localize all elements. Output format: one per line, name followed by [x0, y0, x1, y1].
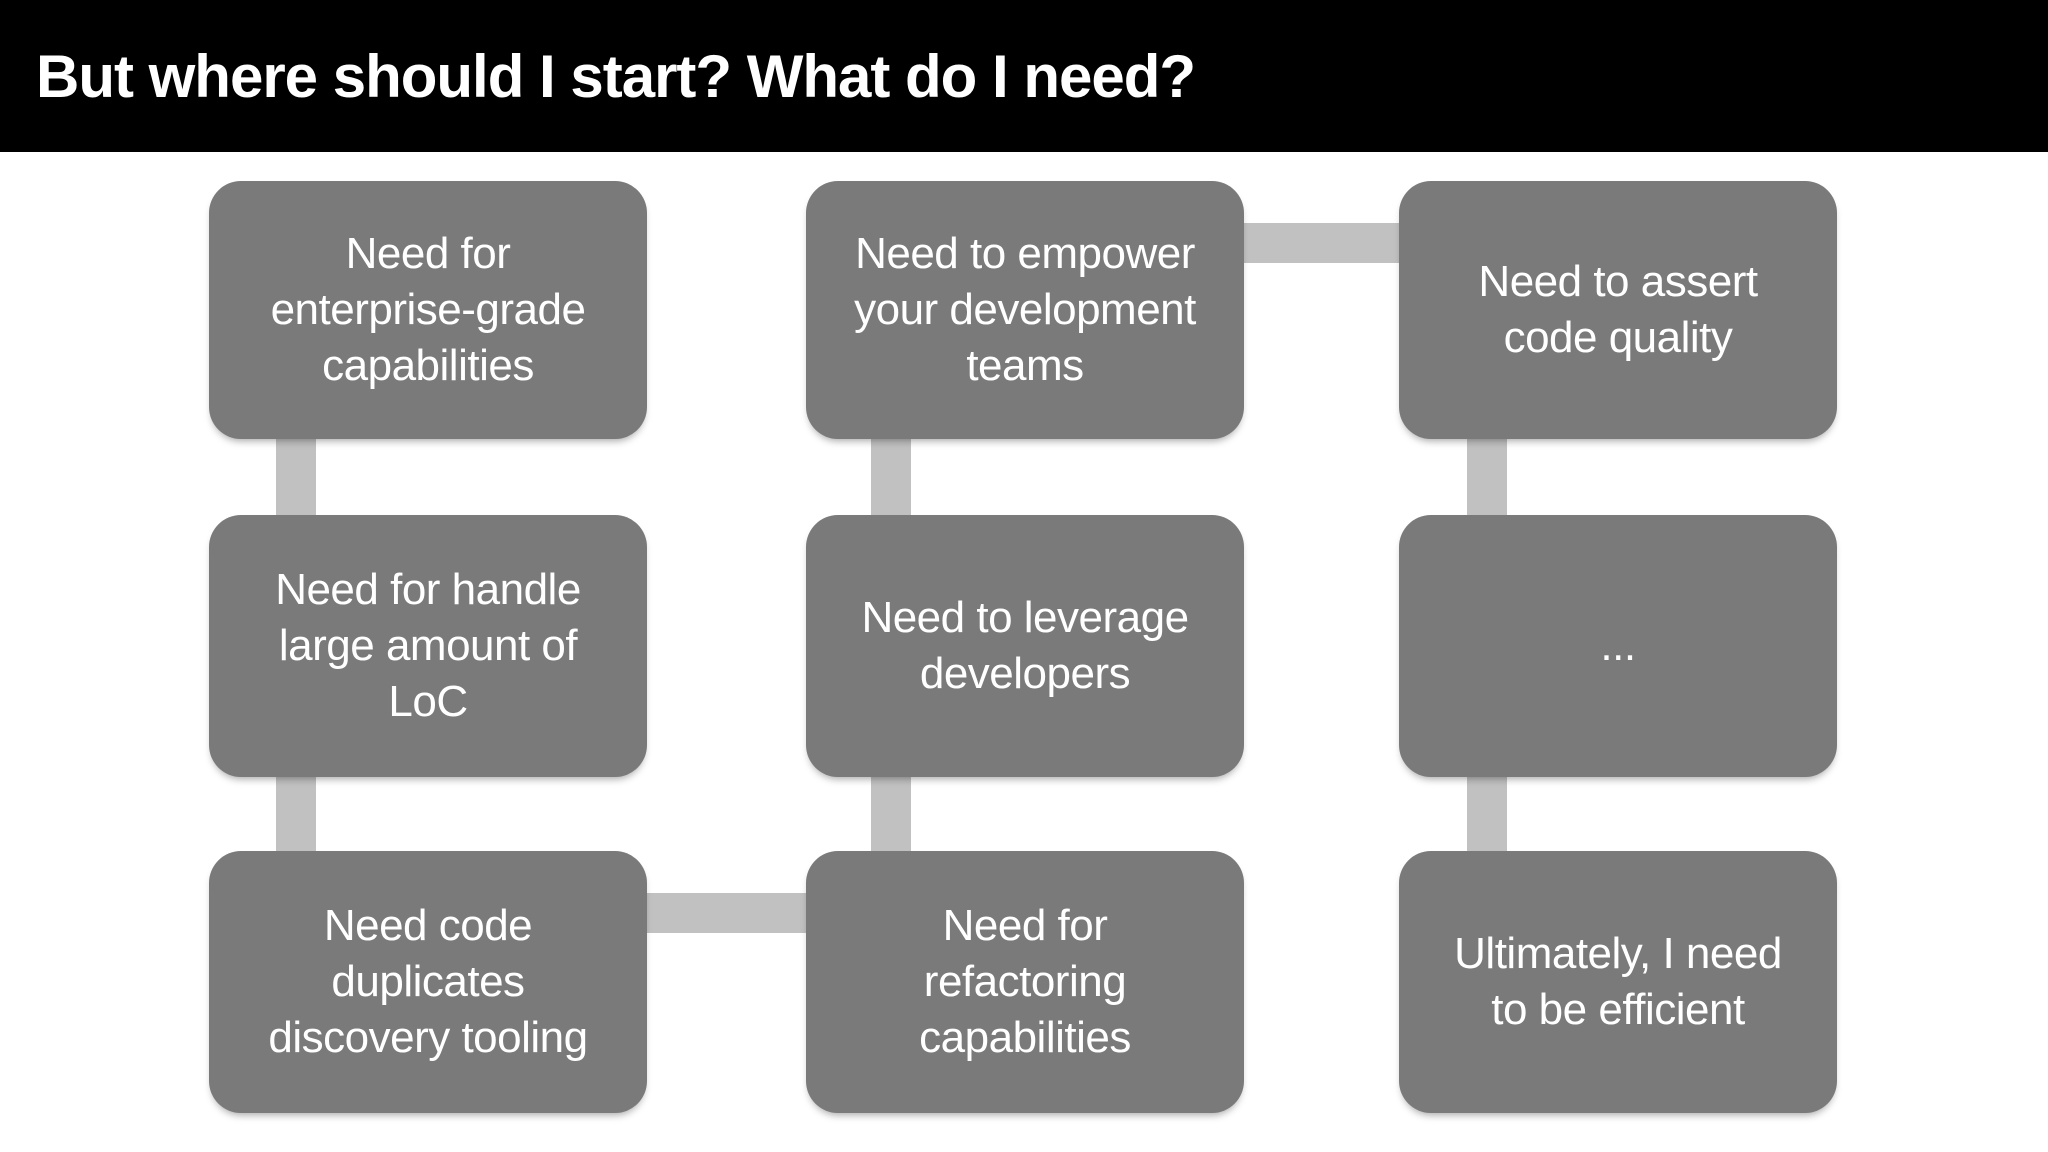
connector-vertical-col2-row1-2 [871, 434, 911, 520]
header-bar: But where should I start? What do I need… [0, 0, 2048, 152]
box-label: Need for refactoring capabilities [919, 901, 1131, 1062]
connector-horizontal-row1-col2-3 [1240, 223, 1404, 263]
box-label: Need for enterprise-grade capabilities [270, 229, 586, 390]
box-handle-large-loc: Need for handle large amount of LoC [209, 515, 647, 777]
box-label: Ultimately, I need to be efficient [1454, 929, 1782, 1034]
box-label: Need code duplicates discovery tooling [268, 901, 588, 1062]
connector-vertical-col2-row2-3 [871, 772, 911, 856]
box-code-duplicates-discovery: Need code duplicates discovery tooling [209, 851, 647, 1113]
connector-vertical-col3-row1-2 [1467, 434, 1507, 520]
box-ellipsis: ... [1399, 515, 1837, 777]
connector-vertical-col1-row2-3 [276, 772, 316, 856]
box-ultimately-efficient: Ultimately, I need to be efficient [1399, 851, 1837, 1113]
box-label: ... [1600, 621, 1636, 671]
box-label: Need to assert code quality [1478, 257, 1758, 362]
box-label: Need for handle large amount of LoC [275, 565, 581, 726]
box-enterprise-grade-capabilities: Need for enterprise-grade capabilities [209, 181, 647, 439]
box-empower-development-teams: Need to empower your development teams [806, 181, 1244, 439]
box-label: Need to empower your development teams [854, 229, 1196, 390]
slide-title: But where should I start? What do I need… [36, 42, 1196, 110]
connector-vertical-col3-row2-3 [1467, 772, 1507, 856]
box-assert-code-quality: Need to assert code quality [1399, 181, 1837, 439]
box-label: Need to leverage developers [861, 593, 1189, 698]
box-leverage-developers: Need to leverage developers [806, 515, 1244, 777]
box-refactoring-capabilities: Need for refactoring capabilities [806, 851, 1244, 1113]
connector-vertical-col1-row1-2 [276, 434, 316, 520]
connector-horizontal-row3-col1-2 [644, 893, 810, 933]
